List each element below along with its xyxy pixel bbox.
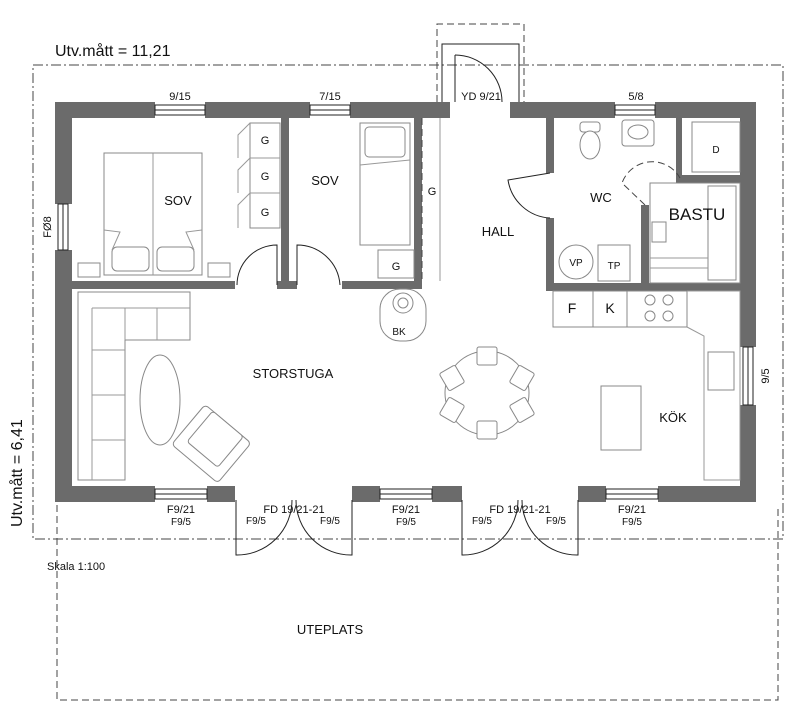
outline-frame [32,64,784,540]
window-label-top-2: 7/15 [319,91,340,103]
room-label-storstuga: STORSTUGA [253,366,334,381]
window-label-bottom-3a: F9/21 [618,504,646,516]
tp-label: TP [608,261,621,272]
french-door-1-left-label: F9/5 [246,516,266,527]
freezer-label: K [605,300,615,316]
wc-fixtures [558,119,741,282]
hall-wardrobe [421,118,441,281]
window-label-bottom-1a: F9/21 [167,504,195,516]
wardrobe-label-3: G [261,207,270,219]
armchair [172,405,250,482]
room-label-bastu: BASTU [669,205,726,224]
room-label-hall: HALL [482,224,515,239]
room-label-wc: WC [590,190,612,205]
window-label-bottom-2a: F9/21 [392,504,420,516]
coffee-table [139,354,181,446]
scale-label: Skala 1:100 [47,561,105,573]
window-label-right: 9/5 [760,368,772,383]
terrace-outline [56,505,779,701]
french-door-2-right-label: F9/5 [546,516,566,527]
window-label-bottom-1b: F9/5 [171,517,191,528]
vp-label: VP [569,258,583,269]
french-door-label-1: FD 19/21-21 [263,504,324,516]
french-door-2-left-label: F9/5 [472,516,492,527]
room-label-sov-1: SOV [164,193,192,208]
wardrobe-label-1: G [261,135,270,147]
double-bed [77,152,231,278]
wardrobe-label-hall: G [428,186,437,198]
wood-stove [379,288,427,342]
walls [55,102,756,502]
wardrobe-label-sov2: G [392,261,401,273]
dryer-label: D [712,145,719,156]
window-label-top-1: 9/15 [169,91,190,103]
width-dimension-label: Utv.mått = 11,21 [55,42,171,60]
sofa [77,291,191,481]
window-label-bottom-2b: F9/5 [396,517,416,528]
room-label-kok: KÖK [659,410,687,425]
windows [57,104,754,500]
wardrobes-sov1 [237,122,281,229]
french-door-1-right-label: F9/5 [320,516,340,527]
window-label-left: FØ8 [42,216,54,237]
window-label-top-3: 5/8 [628,91,643,103]
dining-set [439,346,535,440]
sauna-benches [649,182,741,284]
porch-inner-line [441,43,520,102]
height-dimension-label: Utv.mått = 6,41 [8,419,26,527]
entrance-door-label: YD 9/21 [461,91,501,103]
doors [235,54,681,556]
single-bed [359,122,415,279]
entrance-porch-outline [436,23,525,102]
french-door-label-2: FD 19/21-21 [489,504,550,516]
wardrobe-label-2: G [261,171,270,183]
room-label-uteplats: UTEPLATS [297,622,364,637]
window-label-bottom-3b: F9/5 [622,517,642,528]
kitchen-counter [552,290,741,481]
room-label-sov-2: SOV [311,173,339,188]
stove-label: BK [392,327,406,338]
fridge-label: F [568,300,577,316]
